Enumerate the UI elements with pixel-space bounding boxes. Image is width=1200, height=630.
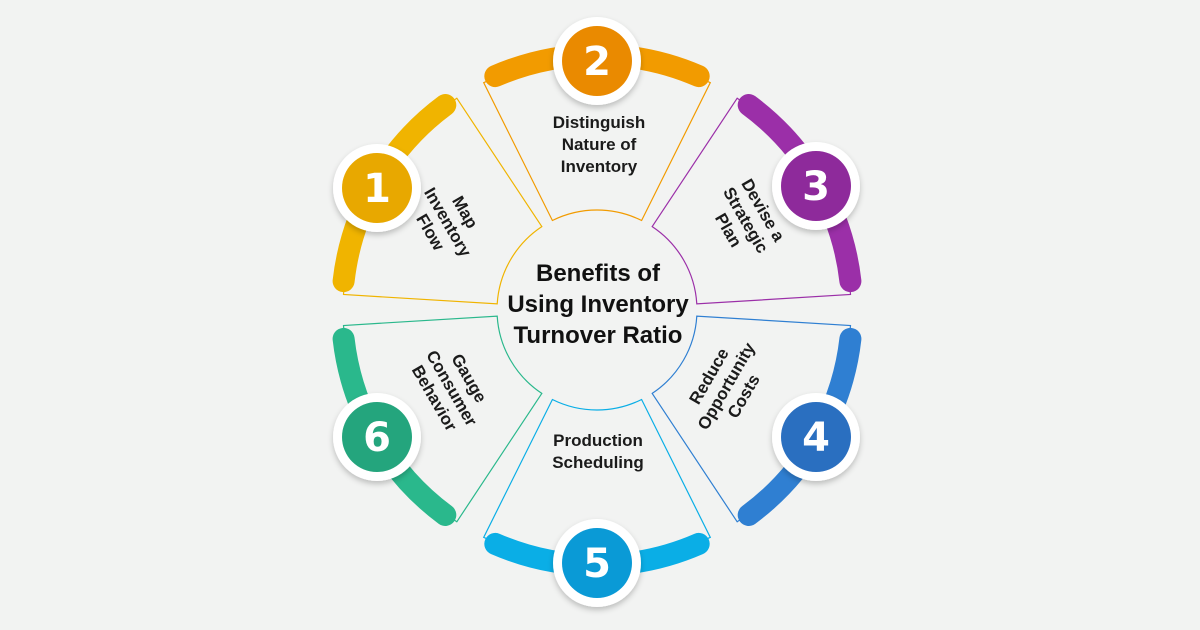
number-badge-4-label: 4	[802, 415, 830, 461]
number-badge-2: 2	[553, 17, 641, 105]
number-badge-6-label: 6	[363, 415, 391, 461]
center-title-line-3: Turnover Ratio	[514, 322, 683, 349]
segment-label-2-line-3: Inventory	[561, 157, 638, 176]
number-badge-5: 5	[553, 519, 641, 607]
number-badge-5-label: 5	[583, 541, 611, 587]
segment-label-5-line-1: Production	[553, 431, 643, 450]
center-title-line-1: Benefits of	[536, 260, 661, 287]
center-title-line-2: Using Inventory	[507, 291, 689, 318]
number-badge-5-fill	[562, 528, 632, 598]
number-badge-2-fill	[562, 26, 632, 96]
number-badge-6-fill	[342, 402, 412, 472]
number-badge-3: 3	[772, 142, 860, 230]
center-title: Benefits of Using Inventory Turnover Rat…	[507, 260, 689, 349]
number-badge-4-fill	[781, 402, 851, 472]
segment-label-2: Distinguish Nature of Inventory	[553, 113, 646, 176]
number-badge-4: 4	[772, 393, 860, 481]
segment-label-5: Production Scheduling	[552, 431, 644, 472]
number-badge-1: 1	[333, 144, 421, 232]
segment-label-5-line-2: Scheduling	[552, 453, 644, 472]
number-badge-3-label: 3	[802, 164, 830, 210]
number-badge-6: 6	[333, 393, 421, 481]
number-badge-1-label: 1	[363, 166, 391, 212]
segment-label-4: Reduce Opportunity Costs	[686, 339, 764, 433]
number-badge-2-label: 2	[583, 39, 611, 85]
number-badge-1-fill	[342, 153, 412, 223]
segment-label-2-line-1: Distinguish	[553, 113, 646, 132]
segment-label-2-line-2: Nature of	[562, 135, 637, 154]
number-badge-3-fill	[781, 151, 851, 221]
